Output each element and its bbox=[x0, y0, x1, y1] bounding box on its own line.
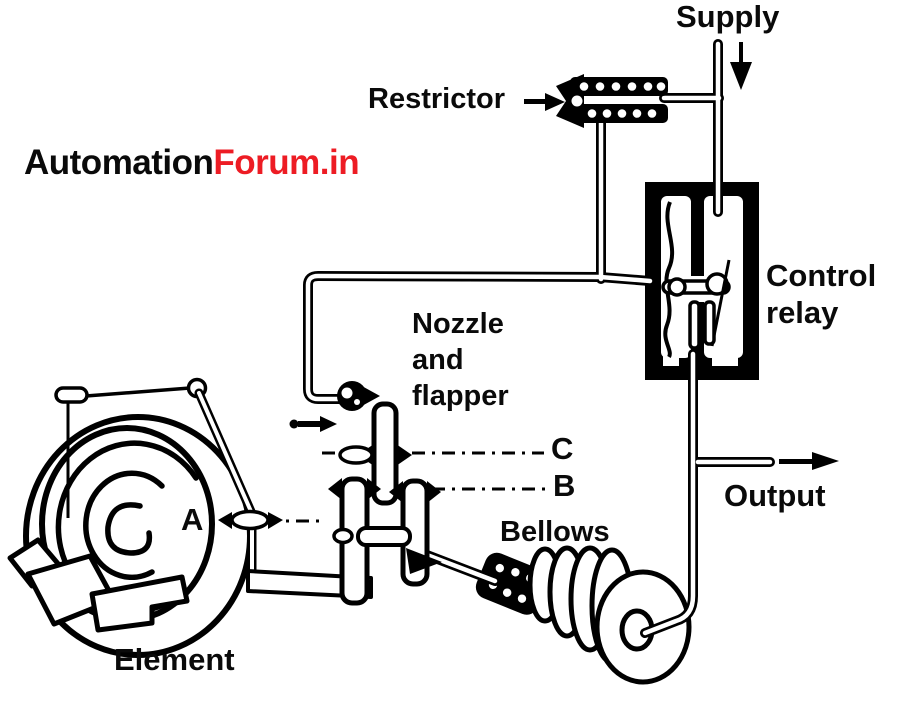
control-relay-label: Control relay bbox=[766, 257, 876, 331]
relay-foot-notch-left bbox=[663, 352, 679, 366]
element-spiral-middle bbox=[83, 470, 165, 581]
pivot-a-label: A bbox=[181, 502, 204, 537]
pivot-c-label: C bbox=[551, 431, 574, 466]
output-label: Output bbox=[724, 478, 826, 513]
supply-label: Supply bbox=[676, 0, 780, 34]
nozzle-jet-arrow-icon bbox=[289, 416, 337, 432]
nozzle-flapper-line1: Nozzle bbox=[412, 308, 504, 340]
relay-foot-notch-right bbox=[712, 352, 738, 366]
relay-valve-ball-left bbox=[667, 277, 687, 297]
relay-stem-right bbox=[703, 300, 716, 346]
nozzle-flapper-line2: and bbox=[412, 344, 464, 376]
element-label: Element bbox=[114, 642, 235, 677]
nozzle-flapper-label: Nozzle and flapper bbox=[412, 306, 509, 414]
restrictor-label: Restrictor bbox=[368, 83, 505, 115]
pivot-b-label: B bbox=[553, 468, 576, 503]
restrictor-pointer-arrow-icon bbox=[524, 93, 565, 111]
restrictor-element bbox=[556, 74, 668, 128]
element-spiral-center bbox=[105, 502, 153, 556]
measuring-element bbox=[7, 377, 253, 658]
flow-arrows bbox=[524, 42, 839, 470]
control-relay-line1: Control bbox=[766, 258, 877, 293]
element-link-pin bbox=[54, 386, 89, 404]
bellows-label: Bellows bbox=[500, 516, 610, 548]
flapper-mechanism bbox=[218, 381, 442, 606]
watermark-black: Automation bbox=[24, 143, 214, 182]
output-arrow-right-icon bbox=[779, 452, 839, 470]
restrictor-thread-dots bbox=[571, 82, 666, 118]
lever-left-side-pin bbox=[332, 527, 354, 545]
relay-stem-left bbox=[688, 300, 701, 350]
control-relay bbox=[645, 182, 759, 380]
watermark-red: Forum.in bbox=[213, 143, 360, 182]
pivot-c-pin bbox=[338, 445, 374, 465]
pivot-a-pin bbox=[230, 509, 270, 531]
bellows-assembly bbox=[475, 545, 692, 685]
piping bbox=[194, 39, 775, 638]
element-mount-bracket bbox=[89, 574, 190, 633]
lever-connector-bar bbox=[356, 526, 412, 547]
nozzle-flapper-line3: flapper bbox=[412, 380, 509, 412]
control-relay-line2: relay bbox=[766, 295, 839, 330]
element-top-link bbox=[85, 386, 191, 398]
nozzle bbox=[337, 381, 380, 411]
supply-arrow-down-icon bbox=[730, 42, 752, 90]
watermark: AutomationForum.in bbox=[24, 143, 360, 183]
